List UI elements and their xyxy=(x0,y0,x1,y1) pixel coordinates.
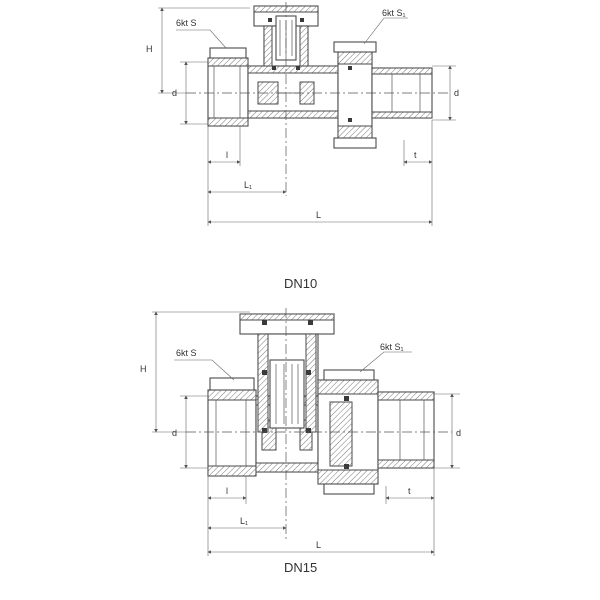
drawing-dn10: 6kt S 6kt S₁ H d d l L₁ L t DN10 xyxy=(146,2,459,291)
valve-body xyxy=(247,65,339,119)
label-H: H xyxy=(140,364,147,374)
left-connection xyxy=(207,377,257,477)
label-d-right: d xyxy=(454,88,459,98)
label-hex-s: 6kt S xyxy=(176,348,197,358)
dimensions-dn10 xyxy=(158,7,456,226)
labels-dn15: 6kt S 6kt S₁ H d d l L₁ L t DN15 xyxy=(140,342,461,575)
left-connection xyxy=(207,47,249,127)
label-L: L xyxy=(316,210,321,220)
label-l: l xyxy=(226,486,228,496)
label-L: L xyxy=(316,540,321,550)
label-hex-s: 6kt S xyxy=(176,18,197,28)
label-L1: L₁ xyxy=(240,516,248,526)
caption-dn10: DN10 xyxy=(284,276,317,291)
drawing-dn15: 6kt S 6kt S₁ H d d l L₁ L t DN15 xyxy=(140,308,461,575)
label-d-right: d xyxy=(456,428,461,438)
tailpiece xyxy=(377,391,435,469)
label-l: l xyxy=(226,150,228,160)
caption-dn15: DN15 xyxy=(284,560,317,575)
label-d-left: d xyxy=(172,88,177,98)
labels-dn10: 6kt S 6kt S₁ H d d l L₁ L t DN10 xyxy=(146,8,459,291)
label-t: t xyxy=(414,150,417,160)
label-H: H xyxy=(146,44,153,54)
label-t: t xyxy=(408,486,411,496)
dimensions-dn15 xyxy=(152,311,460,556)
label-L1: L₁ xyxy=(244,180,252,190)
label-hex-s1: 6kt S₁ xyxy=(382,8,406,18)
label-d-left: d xyxy=(172,428,177,438)
label-hex-s1: 6kt S₁ xyxy=(380,342,404,352)
right-union xyxy=(333,41,377,149)
top-bonnet xyxy=(239,313,335,433)
